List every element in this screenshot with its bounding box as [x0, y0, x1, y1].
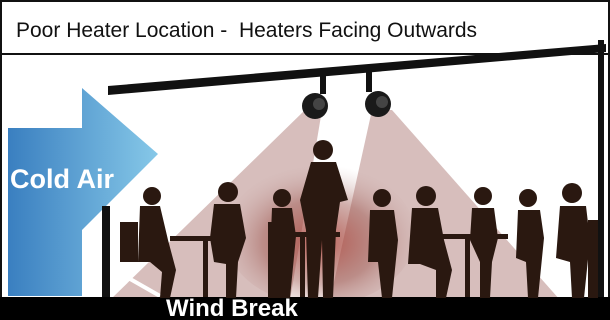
ground-bar [0, 297, 610, 320]
heater-icon [365, 91, 391, 117]
heater-mount-left [320, 74, 326, 94]
wind-break-label: Wind Break [166, 297, 298, 320]
heater-mount-right [366, 70, 372, 92]
wind-break-post [102, 206, 110, 302]
canopy-beam [108, 44, 606, 95]
heater-icon [302, 93, 328, 119]
diagram-title: Poor Heater Location - Heaters Facing Ou… [16, 20, 477, 41]
cold-air-label: Cold Air [10, 166, 114, 193]
